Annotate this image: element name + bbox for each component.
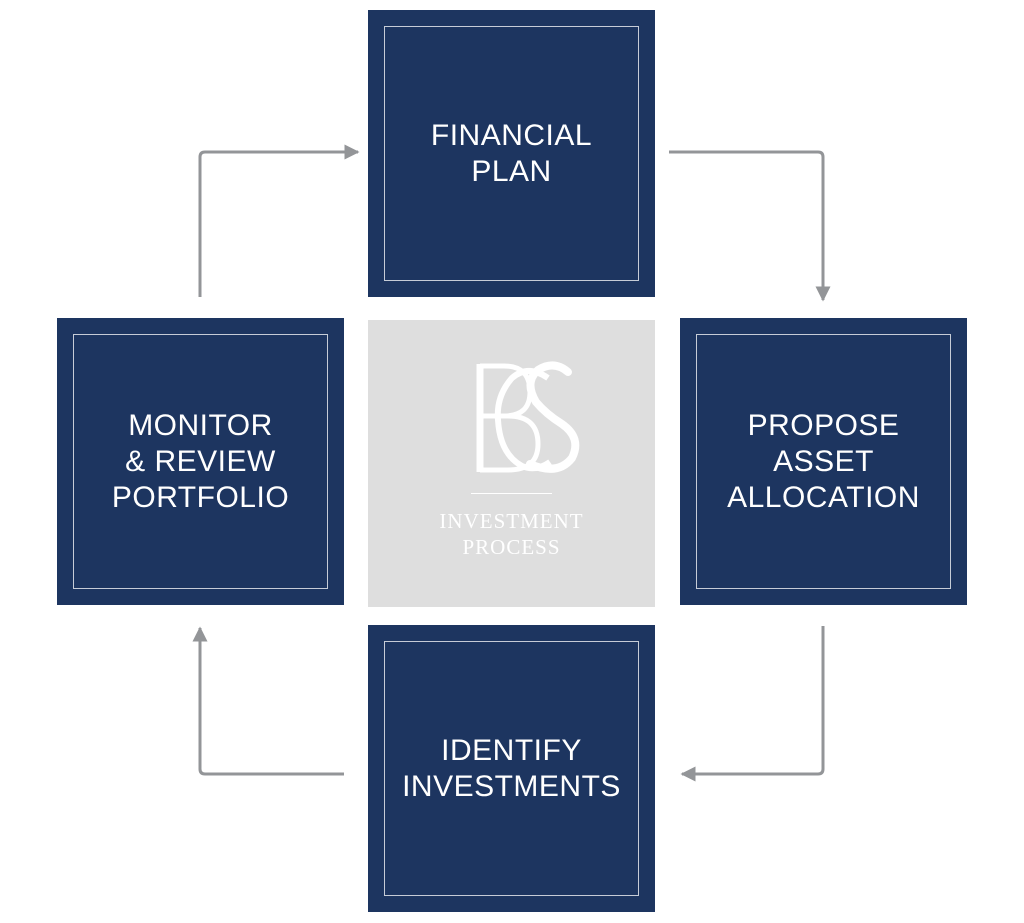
arrow-allocation-to-investments (680, 626, 825, 782)
step-label-line: ALLOCATION (727, 480, 920, 514)
step-frame (384, 26, 639, 281)
step-frame (696, 334, 951, 589)
step-monitor-review-portfolio: MONITOR & REVIEW PORTFOLIO (57, 318, 344, 605)
step-label-line: ASSET (773, 444, 874, 478)
center-logo-tile: INVESTMENT PROCESS (368, 320, 655, 607)
logo-divider (471, 493, 552, 494)
bcs-monogram-icon (476, 361, 579, 473)
step-frame (73, 334, 328, 589)
step-label: IDENTIFY INVESTMENTS (368, 625, 655, 912)
logo-caption: INVESTMENT PROCESS (368, 508, 655, 560)
step-propose-asset-allocation: PROPOSE ASSET ALLOCATION (680, 318, 967, 605)
step-label: PROPOSE ASSET ALLOCATION (680, 318, 967, 605)
logo-caption-line: INVESTMENT (439, 509, 584, 533)
step-label: FINANCIAL PLAN (368, 10, 655, 297)
step-label-line: MONITOR (128, 408, 273, 442)
step-label-line: IDENTIFY (441, 733, 582, 767)
logo-caption-line: PROCESS (462, 535, 561, 559)
step-label-line: & REVIEW (125, 444, 276, 478)
step-label-line: INVESTMENTS (402, 769, 621, 803)
step-label-line: PROPOSE (747, 408, 900, 442)
step-label: MONITOR & REVIEW PORTFOLIO (57, 318, 344, 605)
step-label-line: FINANCIAL (430, 118, 593, 152)
step-financial-plan: FINANCIAL PLAN (368, 10, 655, 297)
step-identify-investments: IDENTIFY INVESTMENTS (368, 625, 655, 912)
arrow-investments-to-monitor (192, 626, 344, 776)
step-label-line: PORTFOLIO (111, 480, 290, 514)
arrow-monitor-to-plan (198, 144, 360, 297)
step-frame (384, 641, 639, 896)
step-label-line: PLAN (471, 154, 552, 188)
arrow-plan-to-allocation (669, 150, 831, 302)
bcs-logo (368, 350, 655, 480)
